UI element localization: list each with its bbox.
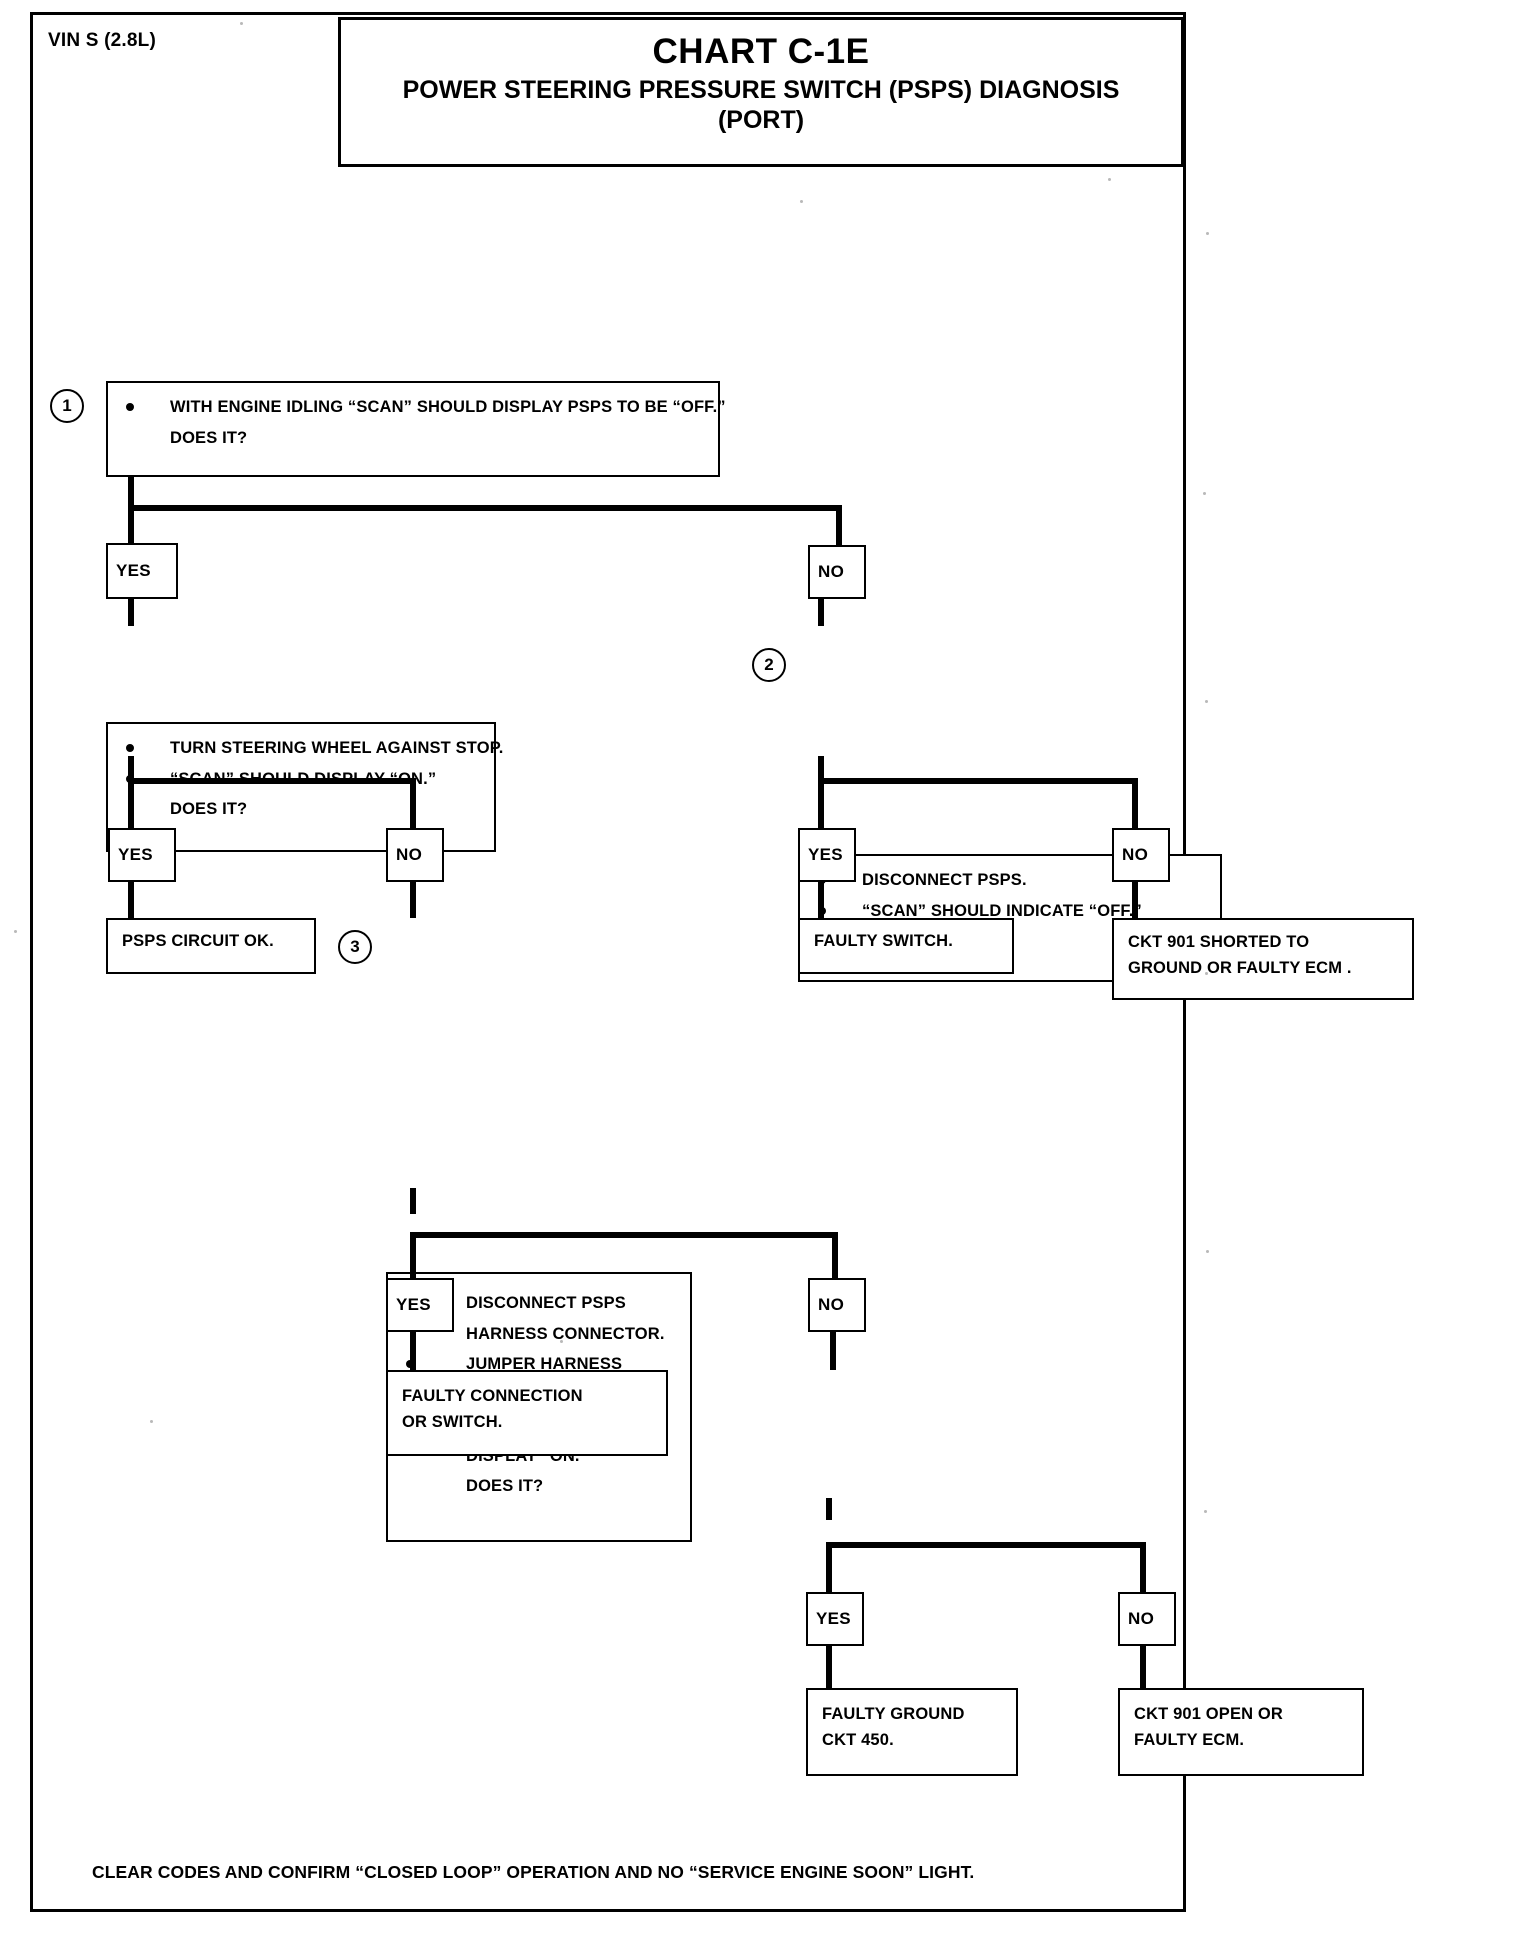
scan-speck bbox=[1205, 972, 1208, 975]
node-ckt901-open-line2: FAULTY ECM. bbox=[1134, 1730, 1245, 1749]
step-circle-1: 1 bbox=[50, 389, 84, 423]
node-turn-wheel-bullet2-line2: DOES IT? bbox=[170, 800, 248, 819]
connector-step2-no-down bbox=[1132, 778, 1138, 828]
node-faulty-switch: FAULTY SWITCH. bbox=[798, 918, 1014, 974]
node-turn-wheel-bullet1: TURN STEERING WHEEL AGAINST STOP. bbox=[108, 733, 504, 764]
node-faulty-ground-line2: CKT 450. bbox=[822, 1730, 894, 1749]
connector-yes2-down bbox=[128, 882, 134, 918]
node-faulty-connection-line2: OR SWITCH. bbox=[402, 1412, 503, 1431]
scan-speck bbox=[150, 1420, 153, 1423]
scan-speck bbox=[1206, 1250, 1209, 1253]
scan-speck bbox=[1206, 232, 1209, 235]
node-ckt901-open-line1: CKT 901 OPEN OR bbox=[1134, 1705, 1283, 1723]
connector-yes4-down bbox=[826, 1646, 832, 1688]
node-step1-bullet1-line2: DOES IT? bbox=[170, 428, 248, 447]
node-ckt901-shorted-line2: GROUND OR FAULTY ECM . bbox=[1128, 958, 1352, 977]
branch-no-turnwheel[interactable]: NO bbox=[386, 828, 444, 882]
branch-yes-turnwheel[interactable]: YES bbox=[108, 828, 176, 882]
connector-turnwheel-yes-down bbox=[128, 778, 134, 828]
connector-step1-down bbox=[128, 477, 134, 509]
connector-no1-down bbox=[818, 598, 824, 626]
branch-yes-step2[interactable]: YES bbox=[798, 828, 856, 882]
connector-no2-down bbox=[410, 882, 416, 918]
connector-jumper-no-down bbox=[1140, 1542, 1146, 1592]
node-step3-bullet2-line1: JUMPER HARNESS bbox=[466, 1355, 623, 1374]
scan-speck bbox=[560, 1340, 563, 1343]
connector-yes-step2-down bbox=[818, 882, 824, 918]
scan-speck bbox=[1205, 700, 1208, 703]
branch-yes-step3[interactable]: YES bbox=[386, 1278, 454, 1332]
scan-speck bbox=[800, 200, 803, 203]
node-psps-ok: PSPS CIRCUIT OK. bbox=[106, 918, 316, 974]
step-circle-3: 3 bbox=[338, 930, 372, 964]
node-step2-bullet1-line1: DISCONNECT PSPS. bbox=[862, 871, 1027, 889]
connector-jumper-split bbox=[826, 1542, 1146, 1548]
step-circle-2: 2 bbox=[752, 648, 786, 682]
node-step3-bullet1-line1: DISCONNECT PSPS bbox=[466, 1294, 626, 1312]
node-faulty-connection: FAULTY CONNECTION OR SWITCH. bbox=[386, 1370, 668, 1456]
footer-note: CLEAR CODES AND CONFIRM “CLOSED LOOP” OP… bbox=[92, 1862, 975, 1882]
connector-step3-down bbox=[410, 1188, 416, 1214]
chart-title-line2: (PORT) bbox=[717, 105, 805, 134]
node-psps-ok-line1: PSPS CIRCUIT OK. bbox=[122, 932, 274, 950]
scan-speck bbox=[240, 22, 243, 25]
connector-yes1-down bbox=[128, 598, 134, 626]
connector-jumper-yes-down bbox=[826, 1542, 832, 1592]
node-step1-bullet1-line1: WITH ENGINE IDLING “SCAN” SHOULD DISPLAY… bbox=[170, 398, 726, 416]
connector-step3-no-down bbox=[832, 1232, 838, 1278]
chart-title: POWER STEERING PRESSURE SWITCH (PSPS) DI… bbox=[341, 76, 1181, 135]
branch-no-jumper[interactable]: NO bbox=[1118, 1592, 1176, 1646]
branch-no-step1[interactable]: NO bbox=[808, 545, 866, 599]
connector-no4-down bbox=[1140, 1646, 1146, 1688]
node-step3-bullet1-line2: HARNESS CONNECTOR. bbox=[466, 1324, 665, 1343]
connector-turnwheel-split bbox=[128, 778, 416, 784]
chart-number: CHART C-1E bbox=[652, 32, 870, 71]
node-faulty-ground-line1: FAULTY GROUND bbox=[822, 1705, 965, 1723]
connector-no-step2-down bbox=[1132, 882, 1138, 918]
node-step3-bullet1: DISCONNECT PSPS HARNESS CONNECTOR. bbox=[388, 1288, 690, 1349]
node-step3-bullet3-line3: DOES IT? bbox=[466, 1477, 544, 1496]
node-step1-bullet1: WITH ENGINE IDLING “SCAN” SHOULD DISPLAY… bbox=[108, 392, 726, 453]
node-step1: WITH ENGINE IDLING “SCAN” SHOULD DISPLAY… bbox=[106, 381, 726, 477]
connector-step1-no-down bbox=[836, 505, 842, 545]
scan-speck bbox=[14, 930, 17, 933]
connector-step2-split bbox=[818, 778, 1138, 784]
connector-step2-yes-down bbox=[818, 778, 824, 828]
connector-step3-split bbox=[410, 1232, 838, 1238]
scan-speck bbox=[1204, 1510, 1207, 1513]
connector-step3-yes-down bbox=[410, 1232, 416, 1278]
node-turn-wheel-bullet2: “SCAN” SHOULD DISPLAY “ON.” DOES IT? bbox=[108, 764, 494, 825]
vin-label: VIN S (2.8L) bbox=[48, 30, 156, 51]
branch-no-step3[interactable]: NO bbox=[808, 1278, 866, 1332]
connector-turnwheel-down bbox=[128, 756, 134, 782]
connector-jumper-down bbox=[826, 1498, 832, 1520]
branch-yes-step1[interactable]: YES bbox=[106, 543, 178, 599]
chart-title-line1: POWER STEERING PRESSURE SWITCH (PSPS) DI… bbox=[402, 76, 1120, 105]
node-ckt901-open: CKT 901 OPEN OR FAULTY ECM. bbox=[1118, 1688, 1364, 1776]
title-box: CHART C-1E POWER STEERING PRESSURE SWITC… bbox=[338, 17, 1184, 167]
scan-speck bbox=[1108, 178, 1111, 181]
connector-step2-down bbox=[818, 756, 824, 782]
connector-turnwheel-no-down bbox=[410, 778, 416, 828]
node-step2-bullet2-line1: “SCAN” SHOULD INDICATE “OFF.” bbox=[862, 901, 1142, 920]
node-faulty-ground: FAULTY GROUND CKT 450. bbox=[806, 1688, 1018, 1776]
node-ckt901-shorted-line1: CKT 901 SHORTED TO bbox=[1128, 933, 1310, 951]
branch-yes-jumper[interactable]: YES bbox=[806, 1592, 864, 1646]
connector-no3-down bbox=[830, 1332, 836, 1370]
scan-speck bbox=[1203, 492, 1206, 495]
connector-step1-yes-down bbox=[128, 505, 134, 543]
node-faulty-switch-line1: FAULTY SWITCH. bbox=[814, 932, 953, 950]
node-faulty-connection-line1: FAULTY CONNECTION bbox=[402, 1387, 583, 1405]
branch-no-step2[interactable]: NO bbox=[1112, 828, 1170, 882]
node-turn-wheel-bullet1-line1: TURN STEERING WHEEL AGAINST STOP. bbox=[170, 739, 504, 757]
connector-step1-split bbox=[128, 505, 842, 511]
node-ckt901-shorted: CKT 901 SHORTED TO GROUND OR FAULTY ECM … bbox=[1112, 918, 1414, 1000]
connector-yes3-down bbox=[410, 1332, 416, 1370]
